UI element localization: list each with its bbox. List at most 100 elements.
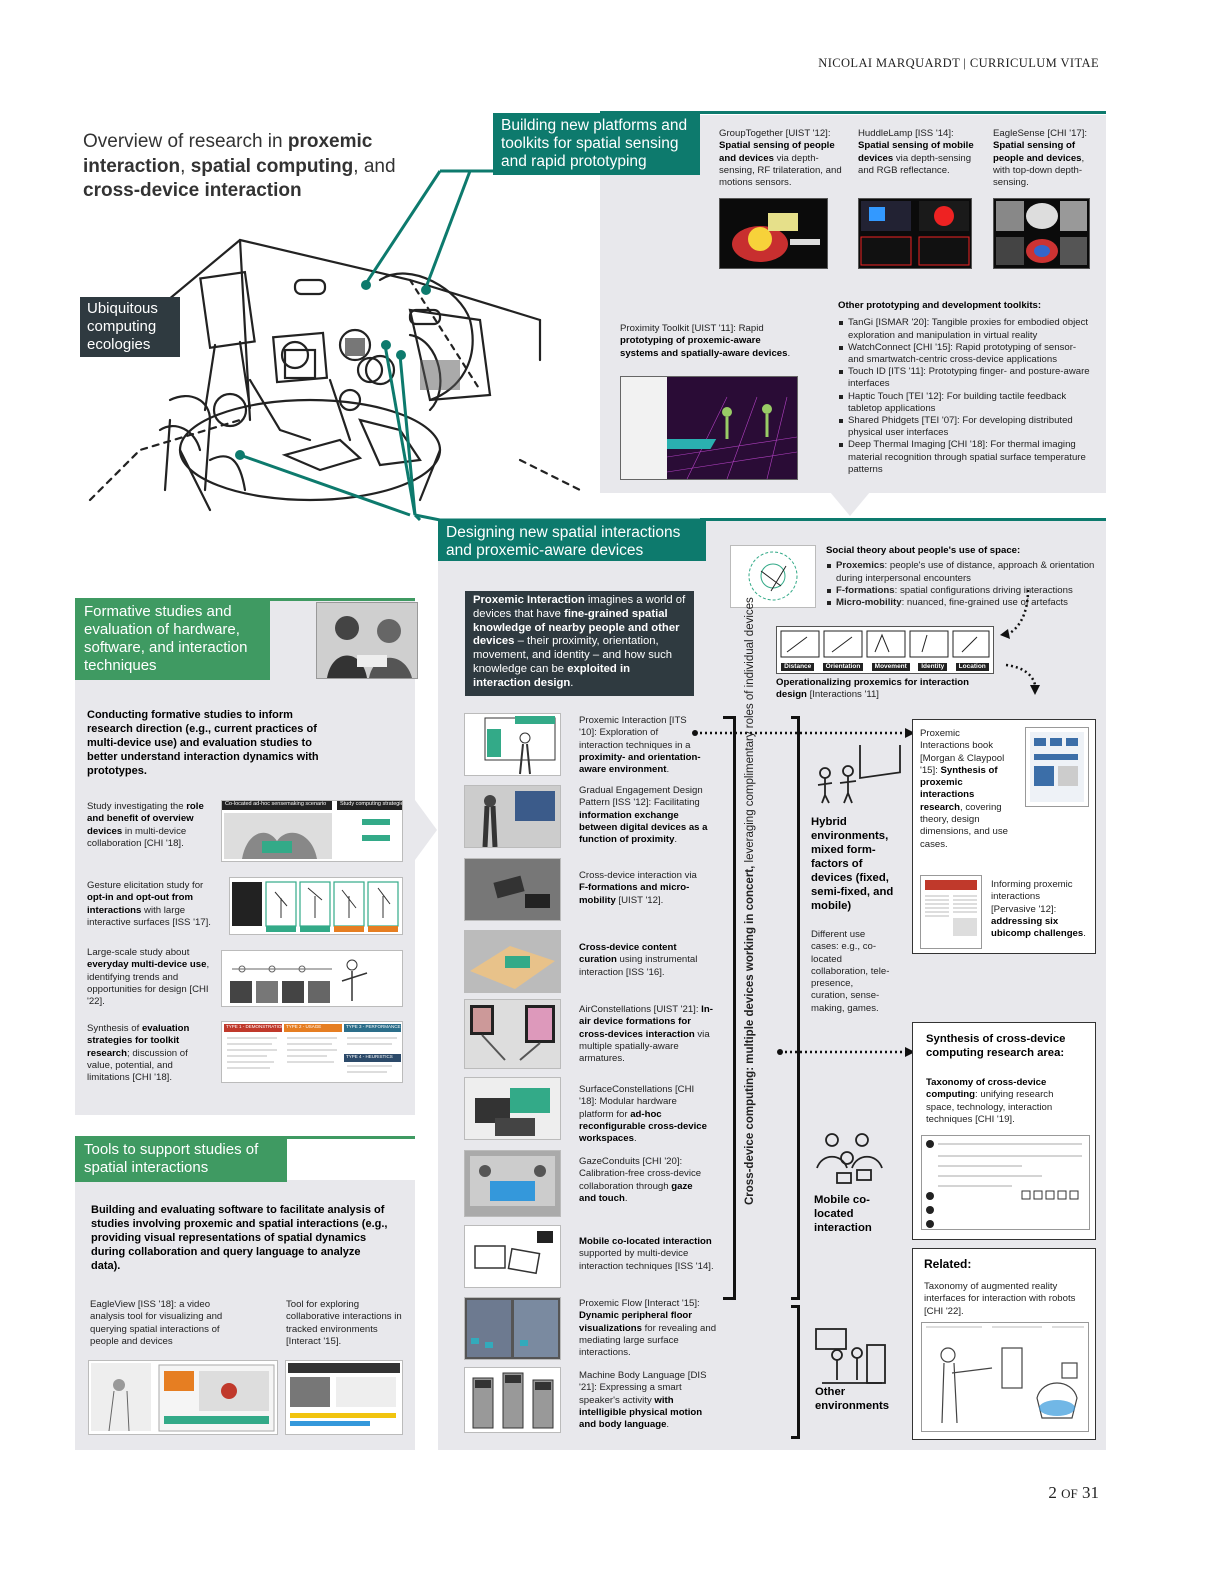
project-f-formations: Cross-device interaction via F-formation…	[579, 870, 697, 906]
mobile-colocated-sketch	[816, 1133, 883, 1184]
toolkit-item: Deep Thermal Imaging [CHI '18]: For ther…	[838, 439, 1093, 476]
book-cover-image	[1025, 727, 1089, 807]
mobile-colocated-label: Mobile co-located interaction	[814, 1194, 872, 1234]
bracket-other-bottom	[791, 1436, 800, 1439]
project-thumb-mobile-colocated	[464, 1225, 561, 1288]
proxemic-interaction-definition: Proxemic Interaction imagines a world of…	[465, 591, 694, 696]
ar-robots-image	[921, 1322, 1089, 1432]
project-thumb-content-curation	[464, 930, 561, 993]
dim-location: Location	[955, 662, 989, 671]
toolkit-eaglesense: EagleSense [CHI '17]: Spatial sensing of…	[993, 128, 1088, 189]
informing-text: Informing proxemic interactions [Pervasi…	[991, 879, 1086, 940]
project-thumb-surfaceconstellations	[464, 1077, 561, 1140]
project-content-curation: Cross-device content curation using inst…	[579, 942, 698, 978]
related-title: Related:	[924, 1257, 972, 1271]
formative-photo	[316, 602, 418, 679]
panel-notch	[830, 492, 870, 516]
dotted-connectors	[692, 728, 915, 1057]
project-gradual-engagement: Gradual Engagement Design Pattern [ISS '…	[579, 785, 708, 846]
bracket-left	[733, 716, 736, 1300]
social-theory: Social theory about people's use of spac…	[826, 545, 1096, 609]
collab-tool-image	[285, 1360, 403, 1435]
overview-chart-side: Study computing strategies	[337, 801, 402, 810]
dotted-arrows	[1000, 589, 1040, 695]
related-text: Taxonomy of augmented reality interfaces…	[924, 1281, 1076, 1317]
proximity-toolkit: Proximity Toolkit [UIST '11]: Rapid prot…	[620, 323, 791, 359]
other-environments-sketch	[815, 1328, 886, 1384]
bracket-left-top	[723, 716, 736, 719]
eval-type-4: TYPE 4 - HEURISTICS	[344, 1054, 401, 1062]
project-surfaceconstellations: SurfaceConstellations [CHI '18]: Modular…	[579, 1084, 707, 1145]
bracket-other-top	[791, 1305, 800, 1308]
project-thumb-gazeconduits	[464, 1150, 561, 1217]
room-sketch-illustration	[88, 238, 582, 512]
label-formative-studies: Formative studies and evaluation of hard…	[75, 598, 270, 680]
hybrid-sketch	[817, 745, 901, 804]
other-toolkits-title: Other prototyping and development toolki…	[838, 300, 1042, 311]
other-environments-label: Other environments	[815, 1386, 890, 1412]
bracket-right-bottom	[791, 1297, 800, 1300]
toolkit-item: TanGi [ISMAR '20]: Tangible proxies for …	[838, 317, 1093, 341]
eagleview-image	[88, 1360, 278, 1435]
toolkit-huddlelamp: HuddleLamp [ISS '14]: Spatial sensing of…	[858, 128, 974, 176]
page-header: NICOLAI MARQUARDT | CURRICULUM VITAE	[818, 56, 1099, 70]
hybrid-title: Hybrid environments, mixed form-factors …	[811, 816, 894, 912]
hybrid-text: Different use cases: e.g., co-located co…	[811, 929, 890, 1014]
proxemic-dimensions: Distance Orientation Movement Identity L…	[776, 626, 994, 674]
toolkit-item: WatchConnect [CHI '15]: Rapid prototypin…	[838, 342, 1093, 366]
toolkit-grouptogether: GroupTogether [UIST '12]: Spatial sensin…	[719, 128, 842, 189]
synthesis-text: Taxonomy of cross-device computing: unif…	[926, 1077, 1054, 1125]
label-ubiquitous-computing: Ubiquitous computing ecologies	[80, 297, 180, 357]
project-proxemic-flow: Proxemic Flow [Interact '15]: Dynamic pe…	[579, 1298, 717, 1359]
eagleview-text: EagleView [ISS '18]: a video analysis to…	[90, 1299, 223, 1347]
huddlelamp-image	[858, 198, 972, 269]
tools-lead: Building and evaluating software to faci…	[91, 1204, 388, 1272]
formative-item-overview: Study investigating the role and benefit…	[87, 801, 204, 849]
theory-item: Micro-mobility: nuanced, fine-grained us…	[826, 597, 1096, 609]
project-thumb-proxemic-interaction	[464, 713, 561, 776]
grouptogether-image	[719, 198, 828, 269]
project-mobile-colocated: Mobile co-located interaction supported …	[579, 1236, 714, 1272]
dim-distance: Distance	[781, 662, 815, 671]
eval-type-1: TYPE 1 - DEMONSTRATION	[224, 1024, 282, 1032]
social-theory-sketch	[730, 545, 816, 608]
panel-arrow	[415, 800, 437, 860]
toolkit-panel-topline	[600, 111, 1106, 114]
project-proxemic-interaction: Proxemic Interaction [ITS '10]: Explorat…	[579, 715, 701, 776]
label-designing-interactions: Designing new spatial interactions and p…	[438, 520, 706, 561]
other-toolkits: Other prototyping and development toolki…	[838, 300, 1093, 476]
book-text: Proxemic Interactions book [Morgan & Cla…	[920, 728, 1008, 850]
project-thumb-airconstellations	[464, 999, 561, 1069]
eval-type-2: TYPE 2 - USAGE	[284, 1024, 342, 1032]
dim-movement: Movement	[871, 662, 910, 671]
label-building-platforms: Building new platforms and toolkits for …	[493, 113, 700, 175]
project-thumb-machine-body-language	[464, 1367, 561, 1433]
collab-tool-text: Tool for exploring collaborative interac…	[286, 1299, 402, 1347]
project-thumb-proxemic-flow	[464, 1297, 561, 1360]
project-thumb-f-formations	[464, 858, 561, 921]
bracket-right-top	[791, 716, 800, 719]
synthesis-title: Synthesis of cross-device computing rese…	[926, 1033, 1066, 1059]
bracket-right	[797, 716, 800, 1300]
project-thumb-gradual-engagement	[464, 785, 561, 848]
overview-devices-image: Co-located ad-hoc sensemaking scenario S…	[221, 800, 403, 862]
toolkit-item: Haptic Touch [TEI '12]: For building tac…	[838, 391, 1093, 415]
eval-type-3: TYPE 3 - PERFORMANCE	[344, 1024, 401, 1032]
social-theory-title: Social theory about people's use of spac…	[826, 545, 1021, 556]
formative-item-everyday: Large-scale study about everyday multi-d…	[87, 947, 210, 1008]
evaluation-strategies-image: TYPE 1 - DEMONSTRATION TYPE 2 - USAGE TY…	[221, 1021, 403, 1083]
design-panel-topline	[700, 518, 1106, 521]
dim-orientation: Orientation	[822, 662, 864, 671]
gesture-elicitation-image	[229, 877, 403, 935]
page-number: 2 OF 31	[1048, 1483, 1099, 1502]
dim-identity: Identity	[918, 662, 948, 671]
label-tools: Tools to support studies of spatial inte…	[75, 1136, 287, 1182]
formative-item-gesture: Gesture elicitation study for opt-in and…	[87, 880, 211, 928]
project-gazeconduits: GazeConduits [CHI '20]: Calibration-free…	[579, 1156, 702, 1204]
operationalizing-proxemics: Operationalizing proxemics for interacti…	[776, 677, 969, 701]
cross-device-vertical-label: Cross-device computing: multiple devices…	[744, 597, 756, 1205]
tools-panel-topline	[285, 1136, 415, 1139]
formative-lead: Conducting formative studies to inform r…	[87, 709, 319, 777]
informing-paper-image	[920, 875, 982, 949]
proximity-toolkit-image	[620, 376, 798, 480]
